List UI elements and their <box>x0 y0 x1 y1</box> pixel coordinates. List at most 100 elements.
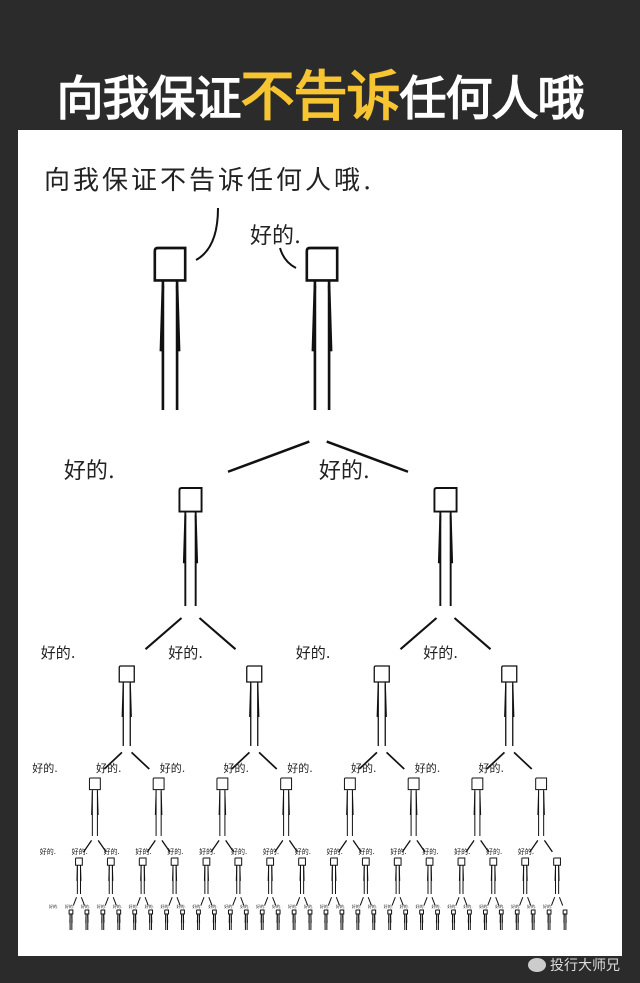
branch-line <box>352 840 362 853</box>
reply-bubble: 好的. <box>39 847 56 856</box>
reply-bubble: 好的. <box>517 847 535 856</box>
listener-figure-level-5 <box>514 909 520 930</box>
wechat-icon <box>528 958 546 972</box>
head <box>305 246 339 282</box>
title-prefix: 向我保证 <box>56 72 242 127</box>
listener-figure-level-5 <box>212 909 217 930</box>
reply-bubble: 好的. <box>80 903 91 909</box>
head <box>106 857 115 866</box>
listener-figure-level-5 <box>323 909 329 930</box>
branch-line <box>465 840 475 853</box>
arms <box>235 866 241 881</box>
arms <box>531 914 535 923</box>
branch-line <box>423 897 428 906</box>
reply-bubble: 好的. <box>64 903 75 909</box>
branch-line <box>463 897 468 906</box>
branch-line <box>83 840 93 853</box>
arms <box>435 914 440 923</box>
head <box>243 909 249 915</box>
branch-line <box>495 897 500 906</box>
listener-figure-level-5 <box>164 909 169 930</box>
listener-figure-level-5 <box>339 909 345 930</box>
head <box>482 909 488 915</box>
listener-figure-level-3 <box>343 777 356 836</box>
branch-line <box>519 897 524 906</box>
branch-line <box>358 751 378 770</box>
branch-line <box>161 840 171 853</box>
branch-line <box>225 840 235 853</box>
speech-line <box>279 247 297 269</box>
arms <box>419 914 424 923</box>
reply-bubble: 好的. <box>199 847 216 856</box>
reply-bubble: 好的. <box>262 847 280 856</box>
reply-bubble: 好的. <box>295 644 331 662</box>
arms <box>409 791 418 815</box>
branch-line <box>295 897 301 906</box>
reply-bubble: 好的. <box>240 903 250 909</box>
branch-line <box>385 751 405 770</box>
listener-figure-level-5 <box>132 909 138 930</box>
reply-bubble: 好的. <box>144 903 154 909</box>
stick-figure-tree <box>68 207 568 930</box>
listener-figure-level-5 <box>307 909 313 930</box>
head <box>180 909 185 915</box>
branch-line <box>72 897 78 906</box>
branch-line <box>326 440 409 473</box>
arms <box>473 791 482 815</box>
head <box>68 909 74 915</box>
branch-line <box>200 897 205 906</box>
branch-line <box>486 751 506 770</box>
arms <box>537 791 545 815</box>
branch-line <box>367 897 372 906</box>
branch-line <box>338 840 348 853</box>
arms <box>164 914 169 923</box>
reply-bubble: 好的. <box>256 903 266 909</box>
reply-bubble: 好的. <box>495 903 505 909</box>
listener-figure-level-4 <box>361 857 370 894</box>
arms <box>282 791 290 815</box>
listener-figure-level-5 <box>84 909 90 930</box>
listener-figure-level-4 <box>425 857 434 894</box>
arms <box>490 866 496 881</box>
branch-line <box>97 840 107 853</box>
reply-bubble: 好的. <box>478 762 505 776</box>
arms <box>76 866 82 881</box>
reply-bubble: 好的. <box>527 903 537 909</box>
reply-bubble: 好的. <box>414 762 441 776</box>
listener-figure-level-5 <box>148 909 154 930</box>
branch-line <box>264 897 269 906</box>
arms <box>395 866 401 881</box>
arms <box>324 914 328 923</box>
arms <box>203 866 209 881</box>
reply-bubble: 好的. <box>318 458 370 484</box>
listener-figure-level-4 <box>106 857 115 894</box>
arms <box>249 684 260 718</box>
head <box>546 909 552 915</box>
reply-bubble: 好的. <box>415 903 425 909</box>
branch-line <box>529 840 539 853</box>
head <box>266 857 275 866</box>
title-suffix: 任何人哦 <box>399 72 585 127</box>
reply-bubble: 好的. <box>103 847 120 856</box>
arms <box>292 914 296 923</box>
arms <box>340 914 344 923</box>
listener-figure-level-5 <box>498 909 504 930</box>
reply-bubble: 好的. <box>71 847 88 856</box>
reply-bubble: 好的. <box>463 903 473 909</box>
branch-line <box>303 897 309 906</box>
branch-line <box>198 617 237 650</box>
head <box>152 777 165 791</box>
listener-figure-level-3 <box>216 777 229 836</box>
branch-line <box>527 897 532 906</box>
head <box>84 909 90 915</box>
arms <box>363 866 369 881</box>
head <box>562 909 568 915</box>
reply-bubble: 好的. <box>32 762 58 776</box>
reply-bubble: 好的. <box>367 903 377 909</box>
arms <box>108 866 114 881</box>
listener-figure-level-5 <box>562 909 568 930</box>
head <box>178 487 203 513</box>
listener-figure-level-4 <box>489 857 498 894</box>
head <box>323 909 329 915</box>
arms <box>311 285 333 352</box>
